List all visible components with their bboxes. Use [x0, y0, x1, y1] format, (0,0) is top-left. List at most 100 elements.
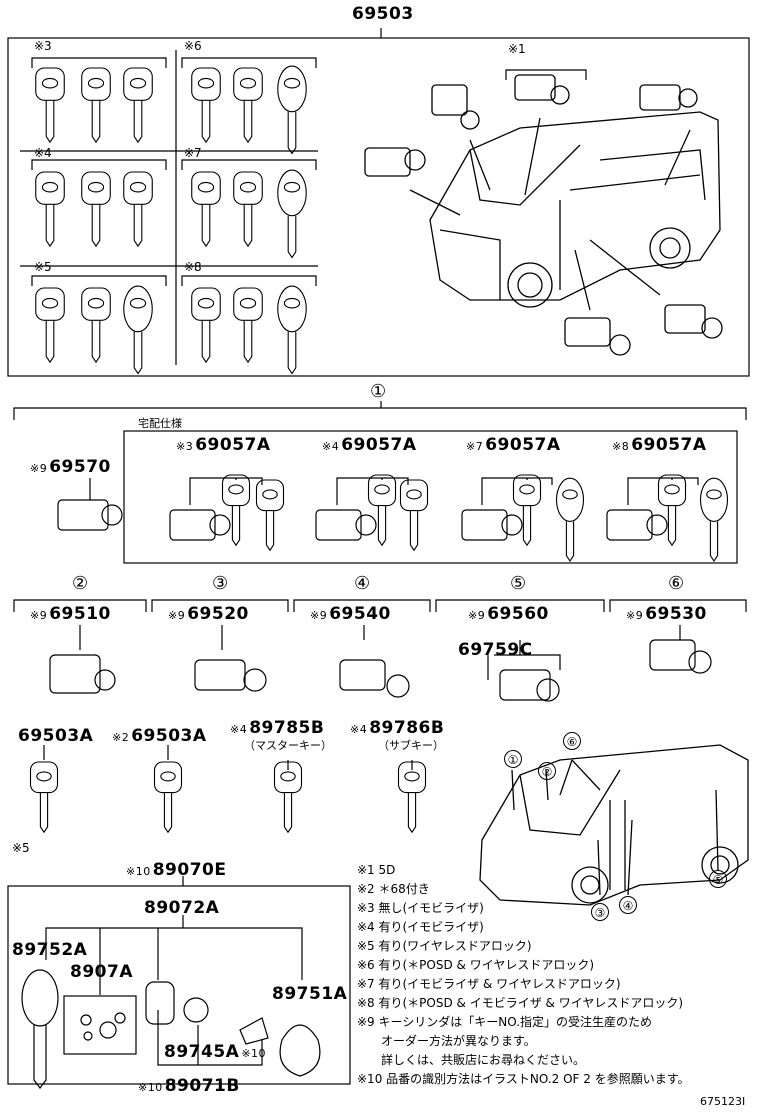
key-icon: [221, 474, 251, 547]
callout-5: ⑤: [510, 573, 527, 594]
key-icon: [233, 67, 263, 144]
note-line: オーダー方法が異なります。: [357, 1034, 536, 1048]
note-line: 詳しくは、共販店にお尋ねください。: [357, 1053, 586, 1067]
key-icon: [399, 479, 429, 552]
key-icon: [657, 474, 687, 547]
bottom-parts: [21, 969, 321, 1089]
note-line: ※8 有り(＊POSD & イモビライザ & ワイヤレスドアロック): [357, 996, 684, 1010]
key-set-leaders: [89, 477, 699, 505]
remote-key-icon: [277, 65, 307, 155]
part-number-69503A: 69503A: [18, 726, 94, 746]
takuhai-label: 宅配仕様: [138, 417, 182, 430]
key-set-mark: ※7: [184, 146, 202, 160]
van-callout-6: ⑥: [563, 732, 581, 750]
note-line: ※10 品番の識別方法はイラストNO.2 OF 2 を参照願います。: [357, 1072, 690, 1086]
part-number-89751A: 89751A: [272, 984, 348, 1004]
bottom-leaders: [45, 915, 303, 1066]
note-line: ※3 無し(イモビライザ): [357, 901, 484, 915]
van-callout-4: ④: [619, 896, 637, 914]
key-icon: [35, 171, 65, 248]
key-icon: [255, 479, 285, 552]
remote-key-icon: [277, 285, 307, 375]
remote-key-icon: [555, 477, 585, 562]
key-set-brackets: [20, 50, 318, 365]
van-callout-5: ⑤: [709, 870, 727, 888]
remote-key-icon: [277, 169, 307, 259]
mark-5: ※5: [12, 841, 30, 855]
key-icon: [81, 67, 111, 144]
van-callout-3: ③: [591, 903, 609, 921]
note-line: ※6 有り(＊POSD & ワイヤレスドアロック): [357, 958, 595, 972]
master-key-label: （マスターキー）: [244, 739, 332, 752]
key-icon: [81, 287, 111, 364]
key-icon: [233, 287, 263, 364]
note-line: ※7 有り(イモビライザ & ワイヤレスドアロック): [357, 977, 621, 991]
key-icon: [123, 171, 153, 248]
callout-2: ②: [72, 573, 89, 594]
key-icon: [191, 171, 221, 248]
lock-face-icon: [501, 514, 523, 536]
part-number-89745A: 89745A※10: [164, 1042, 267, 1062]
part-number-89072A: 89072A: [144, 898, 220, 918]
cylinder-sketches: [49, 639, 712, 702]
key-icon: [81, 171, 111, 248]
key-icon: [512, 474, 542, 547]
note-line: ※9 キーシリンダは「キーNO.指定」の受注生産のため: [357, 1015, 653, 1029]
key-set-mark: ※6: [184, 39, 202, 53]
key-set-mark: ※4: [34, 146, 52, 160]
remote-key-icon: [699, 477, 729, 562]
sub-key-label: （サブキー）: [378, 739, 444, 752]
key-icon: [123, 67, 153, 144]
note-line: ※1 5D: [357, 863, 396, 877]
note-line: ※5 有り(ワイヤレスドアロック): [357, 939, 532, 953]
lock-face-icon: [209, 514, 231, 536]
lock-face-icon: [646, 514, 668, 536]
key-icon: [153, 761, 183, 834]
key-icon: [29, 761, 59, 834]
key-set-mark: ※5: [34, 260, 52, 274]
part-number-69759C: 69759C: [458, 640, 533, 660]
lock-cylinder-icon: [315, 509, 362, 541]
key-icon: [273, 761, 303, 834]
key-icon: [233, 171, 263, 248]
note-line: ※4 有り(イモビライザ): [357, 920, 484, 934]
key-icon: [35, 287, 65, 364]
remote-key-icon: [123, 285, 153, 375]
key-icon: [367, 474, 397, 547]
key-icon: [191, 67, 221, 144]
part-number-89752A: 89752A: [12, 940, 88, 960]
van-illustration-bottom: [479, 744, 749, 906]
callout-3: ③: [212, 573, 229, 594]
drawing-number: 675123I: [700, 1095, 746, 1108]
lock-cylinder-icon: [461, 509, 508, 541]
key-icon: [35, 67, 65, 144]
lock-face-icon: [101, 504, 123, 526]
key-set-mark: ※8: [184, 260, 202, 274]
callout-6: ⑥: [668, 573, 685, 594]
note-mark-1: ※1: [508, 42, 526, 56]
lock-cylinder-icon: [169, 509, 216, 541]
callout-1: ①: [370, 381, 387, 402]
lock-cylinder-icon: [606, 509, 653, 541]
van-callout-2: ②: [538, 762, 556, 780]
van-callout-1: ①: [504, 750, 522, 768]
key-icon: [397, 761, 427, 834]
van-illustration-top: [364, 74, 723, 356]
part-number-69503: 69503: [352, 4, 414, 24]
